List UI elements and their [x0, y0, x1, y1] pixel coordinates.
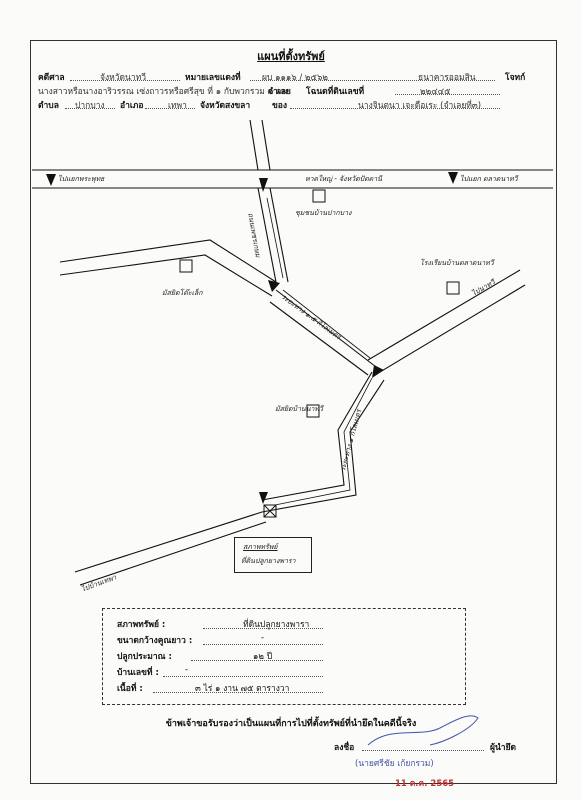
district: เทพา: [168, 101, 187, 111]
area-label: เนื้อที่ :: [117, 684, 143, 694]
defendant-role: จำเลย: [268, 87, 291, 97]
house-no-label: บ้านเลขที่ :: [117, 668, 159, 678]
signature-role: ผู้นำยึด: [490, 743, 517, 753]
plaintiff-role: โจทก์: [505, 73, 526, 83]
property-box-label: สภาพทรัพย์: [243, 543, 278, 551]
road-top-left-label: ไปแยกพระพุทธ: [58, 175, 105, 183]
signatory-name: (นายศรีชัย เก้ยกรวม): [355, 759, 434, 769]
court: จังหวัดนาทวี: [100, 73, 146, 83]
owner-label: ของ: [272, 101, 288, 111]
signature-date: 11 ต.ค. 2565: [395, 779, 455, 789]
condition-value: ที่ดินปลูกยางพารา: [243, 620, 310, 630]
condition-label: สภาพทรัพย์ :: [117, 620, 166, 630]
mosque2-label: มัสยิดบ้านนาทวี: [275, 405, 323, 413]
plaintiff: ธนาคารออมสิน: [418, 73, 476, 83]
road-top-center-label: หาดใหญ่ - จังหวัดปัตตานี: [305, 175, 382, 183]
subdistrict-label: ตำบล: [38, 101, 59, 111]
subdistrict: ปากบาง: [75, 101, 105, 111]
school-label: โรงเรียนบ้านตลาดนาทวี: [420, 259, 494, 267]
owner: นางจินตนา เจะดือเระ (จำเลยที่๓): [358, 101, 482, 111]
case-label: คดีศาล: [38, 73, 65, 83]
size-label: ขนาดกว้างคูณยาว :: [117, 636, 193, 646]
property-box-label-2: ที่ดินปลูกยางพารา: [241, 557, 296, 565]
deed-no: ๒๒๔๔๕: [420, 87, 451, 97]
size-value: -: [261, 633, 265, 643]
mosque-label: มัสยิดโต๊ะเล็ก: [162, 289, 203, 297]
area-value: ๓ ไร่ ๑ งาน ๗๕ ตารางวา: [195, 684, 290, 694]
case-no: ผบ ๑๑๑๖ / ๒๕๖๒: [262, 73, 328, 83]
signature-label: ลงชื่อ: [334, 743, 355, 753]
deed-label: โฉนดที่ดินเลขที่: [306, 87, 365, 97]
certification-statement: ข้าพเจ้าขอรับรองว่าเป็นแผนที่การไปที่ตั้…: [165, 719, 417, 729]
property-info-box: สภาพทรัพย์ : ที่ดินปลูกยางพารา ขนาดกว้าง…: [102, 608, 466, 705]
age-label: ปลูกประมาณ :: [117, 652, 172, 662]
document-frame: [30, 40, 557, 784]
age-value: ๑๒ ปี: [253, 652, 273, 662]
page-title: แผนที่ตั้งทรัพย์: [257, 50, 325, 63]
case-no-label: หมายเลขแดงที่: [185, 73, 241, 83]
house-no-value: -: [185, 665, 189, 675]
road-top-right-label: ไปแยก ตลาดนาทวี: [460, 175, 518, 183]
defendants: นางสาวหรือนางอาริวรรณ เซ่งถาวรหรือศรีสุข…: [38, 87, 288, 97]
property-callout: สภาพทรัพย์ ที่ดินปลูกยางพารา: [234, 537, 312, 573]
district-label: อำเภอ: [120, 101, 144, 111]
community-label: ชุมชนบ้านปากบาง: [295, 209, 352, 217]
province-label: จังหวัดสงขลา: [200, 101, 251, 111]
